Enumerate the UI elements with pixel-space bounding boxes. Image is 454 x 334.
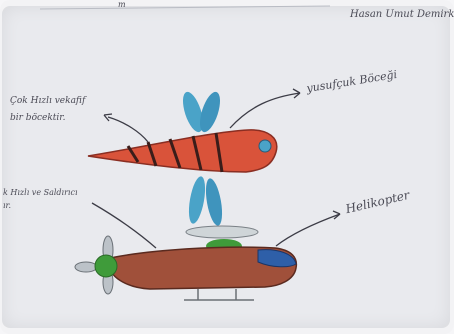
dragonfly-body <box>88 130 277 172</box>
dragonfly-eye <box>259 140 271 152</box>
paper-edge-line <box>40 6 330 9</box>
dragonfly-wing-lower-right <box>203 177 225 227</box>
label-attack-line1: k Hızlı ve Saldırıcı <box>3 189 78 197</box>
arrow-fast-insect <box>108 117 148 142</box>
label-attack-line2: ır. <box>3 202 11 210</box>
arrow-helicopter <box>276 214 340 246</box>
label-fast-insect-line2: bir böcektir. <box>10 114 65 123</box>
author-name: Hasan Umut Demirk <box>350 10 454 20</box>
scrap-text: m <box>118 1 126 9</box>
label-fast-insect-line1: Çok Hızlı vekafif <box>10 97 85 106</box>
dragonfly-drawing-icon <box>88 90 277 227</box>
helicopter-drawing-icon <box>75 226 296 300</box>
helicopter-tail-blade-left <box>75 262 97 272</box>
helicopter-rotor <box>186 226 258 238</box>
dragonfly-wing-lower-left <box>186 175 208 225</box>
arrow-attack <box>92 203 156 248</box>
arrow-dragonfly <box>230 93 300 128</box>
helicopter-tail-hub <box>95 255 117 277</box>
